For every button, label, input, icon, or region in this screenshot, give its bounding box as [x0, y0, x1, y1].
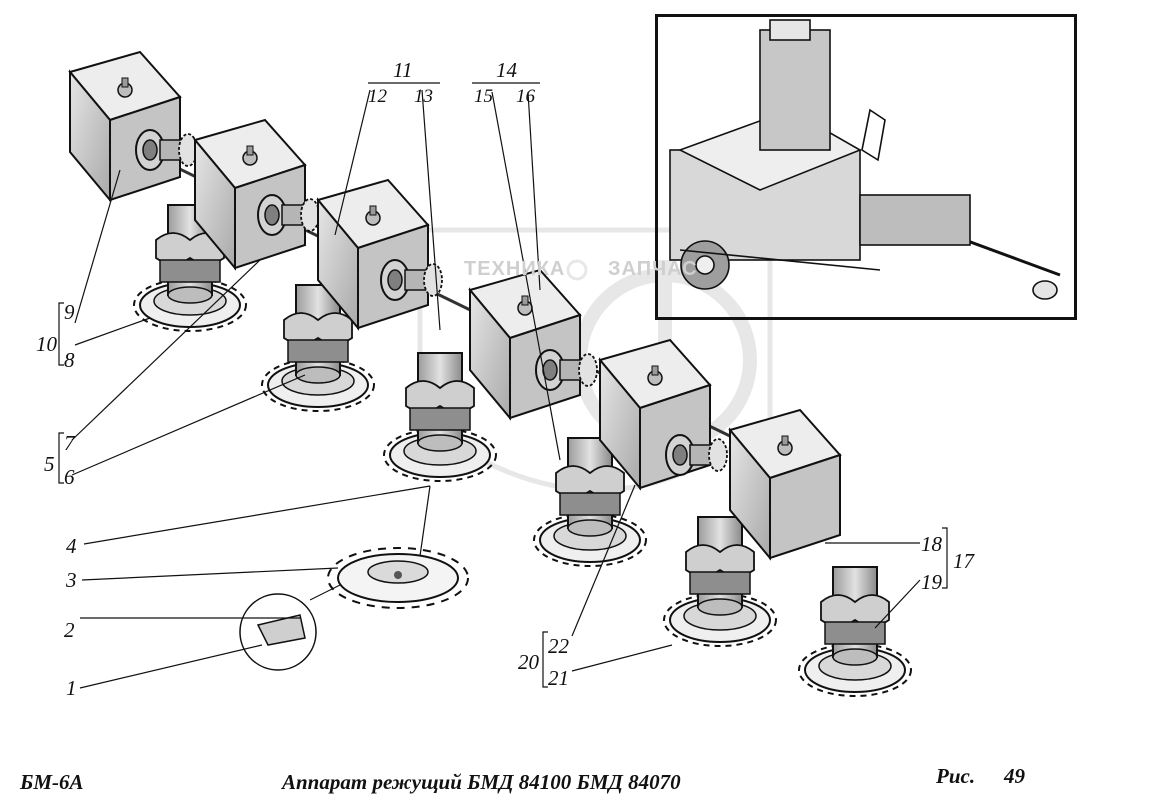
- callout-12: 12: [368, 86, 387, 107]
- footer-code: БМ-6А: [20, 770, 84, 794]
- callout-14: 14: [496, 58, 517, 82]
- callout-2: 2: [64, 618, 75, 642]
- callout-22: 22: [548, 634, 569, 658]
- knife-disc-exploded: [327, 547, 469, 609]
- watermark-text-right: ЗАПЧАС: [608, 258, 698, 280]
- callout-19: 19: [921, 570, 942, 594]
- callout-5: 5: [44, 452, 55, 476]
- callout-7: 7: [64, 431, 75, 455]
- callout-15: 15: [474, 86, 493, 107]
- knife-detail-circle: [239, 584, 341, 671]
- callout-13: 13: [414, 86, 433, 107]
- footer-fig-label: Рис.: [936, 764, 976, 788]
- cutting-module-6: [729, 409, 912, 697]
- footer-title: Аппарат режущий БМД 84100 БМД 84070: [282, 770, 681, 794]
- callout-16: 16: [516, 86, 535, 107]
- callout-9: 9: [64, 300, 75, 324]
- callout-17: 17: [953, 549, 974, 573]
- callout-4: 4: [66, 534, 77, 558]
- callout-21: 21: [548, 666, 569, 690]
- callout-18: 18: [921, 532, 942, 556]
- callout-3: 3: [66, 568, 77, 592]
- callout-10: 10: [36, 332, 57, 356]
- leader-lines: [58, 82, 948, 689]
- callout-8: 8: [64, 348, 75, 372]
- footer-fig-number: 49: [1004, 764, 1025, 788]
- callout-1: 1: [66, 676, 77, 700]
- callout-6: 6: [64, 465, 75, 489]
- watermark-text-left: ТЕХНИКА: [464, 258, 566, 280]
- callout-11: 11: [393, 58, 413, 82]
- callout-20: 20: [518, 650, 539, 674]
- inset-machine-sketch: [669, 19, 1061, 300]
- inset-overview-frame: [655, 14, 1077, 320]
